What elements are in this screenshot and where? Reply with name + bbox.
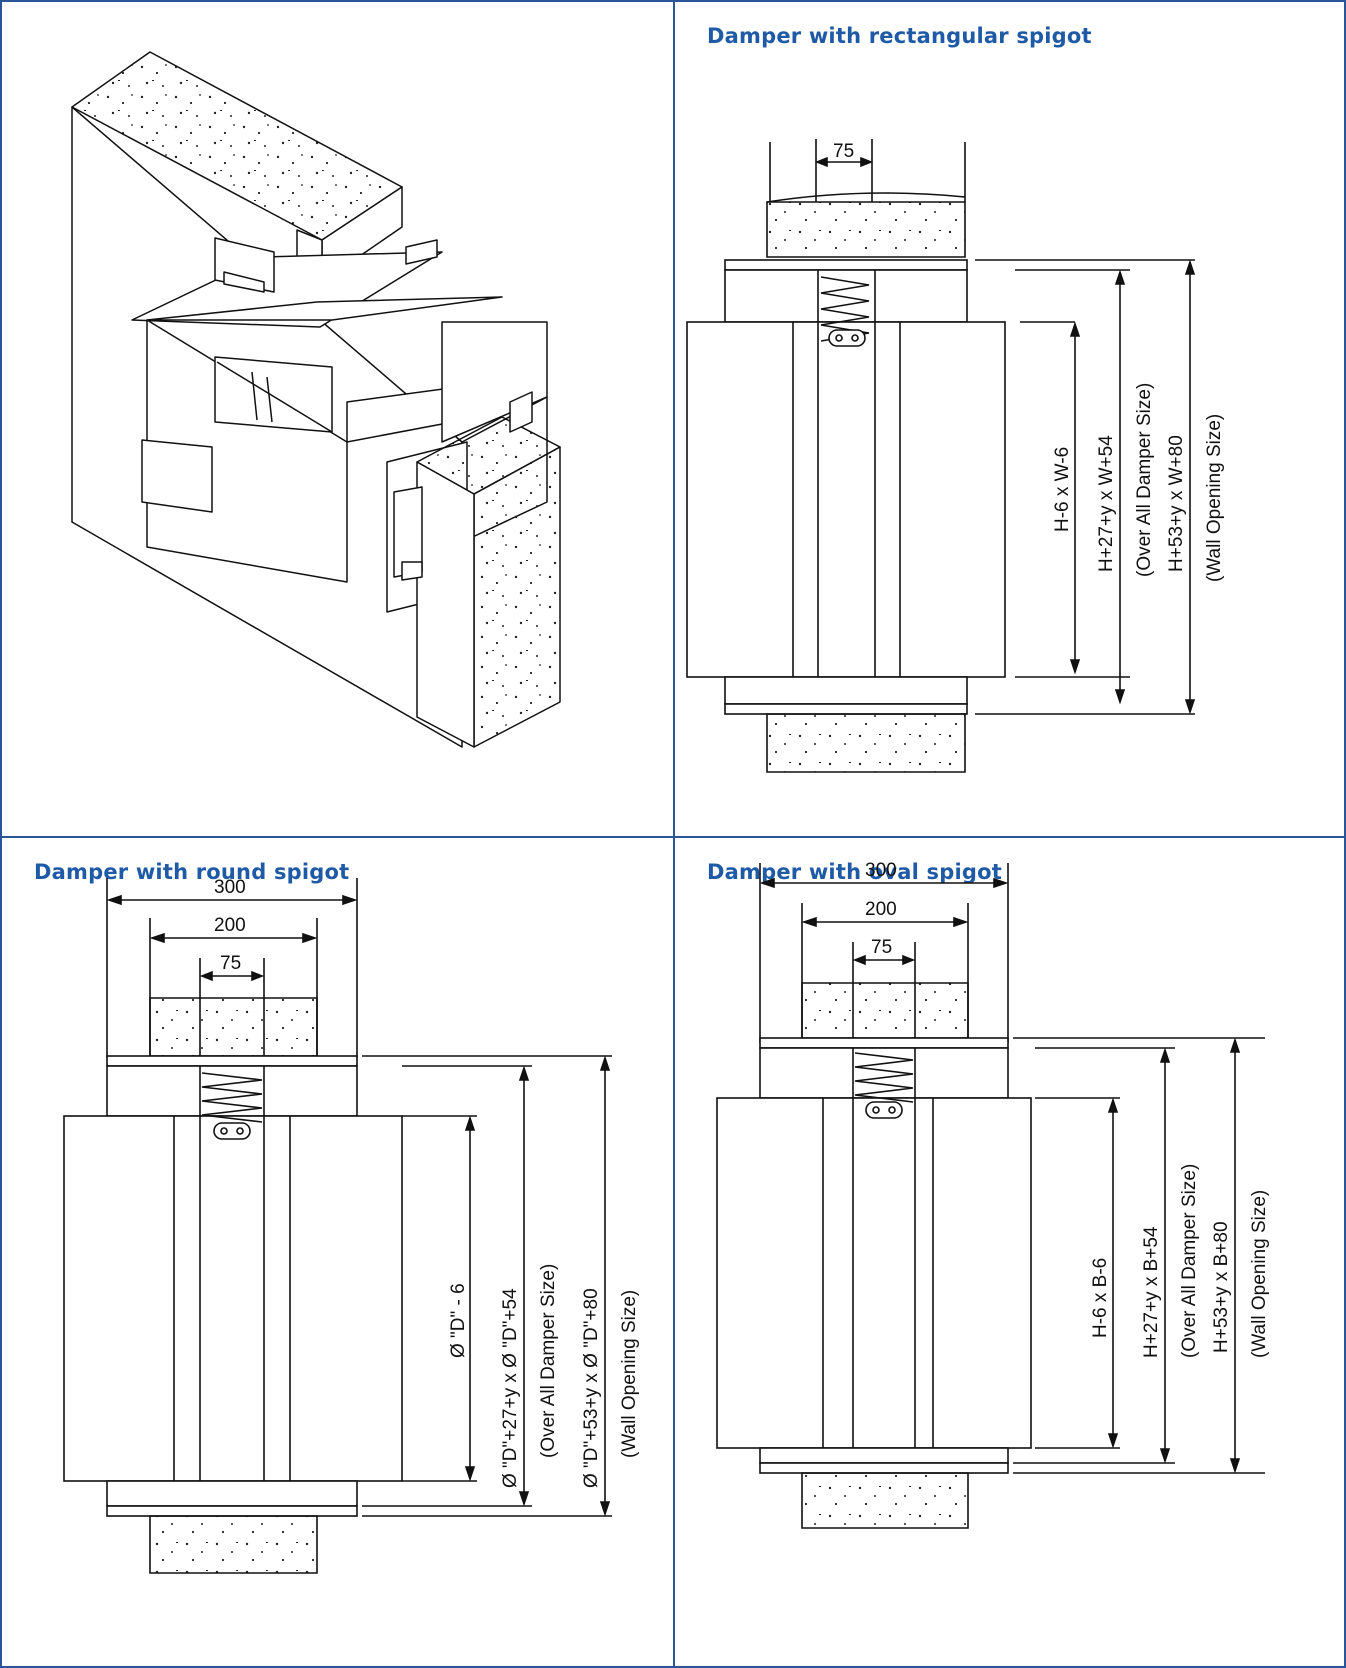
round-spigot-panel: Damper with round spigot: [0, 836, 675, 1668]
round-section-drawing: 300 200 75 Ø "D" - 6 Ø "D"+27+y x Ø "D"+…: [63, 877, 640, 1574]
panel-title: Damper with rectangular spigot: [707, 24, 1092, 48]
label-wall-caption: (Wall Opening Size): [1204, 414, 1225, 582]
label-overall-caption: (Over All Damper Size): [538, 1264, 559, 1458]
label-overall-caption: (Over All Damper Size): [1134, 383, 1155, 577]
label-wall-size: H+53+y x B+80: [1211, 1221, 1232, 1353]
label-wall-size: Ø "D"+53+y x Ø "D"+80: [581, 1288, 602, 1488]
label-overall-size: Ø "D"+27+y x Ø "D"+54: [500, 1288, 521, 1488]
dim-300: 300: [214, 877, 246, 898]
label-inner: H-6 x W-6: [1052, 447, 1073, 532]
panel-title: Damper with round spigot: [34, 860, 350, 884]
isometric-drawing: [71, 51, 561, 748]
dim-75: 75: [833, 141, 854, 162]
dim-75: 75: [220, 953, 241, 974]
dim-300: 300: [865, 860, 897, 881]
oval-spigot-panel: Damper with oval spigot: [673, 836, 1346, 1668]
label-overall-caption: (Over All Damper Size): [1179, 1164, 1200, 1358]
label-overall-size: H+27+y x W+54: [1096, 435, 1117, 572]
rectangular-section-drawing: 75 H-6 x W-6 H+27+y x W+54 (Over All Dam…: [686, 139, 1225, 773]
oval-section-drawing: 300 200 75 H-6 x B-6 H+27+y x B+54 (Over…: [716, 860, 1270, 1529]
label-inner: Ø "D" - 6: [448, 1283, 469, 1358]
label-overall-size: H+27+y x B+54: [1141, 1226, 1162, 1358]
label-inner: H-6 x B-6: [1090, 1258, 1111, 1338]
dim-200: 200: [865, 899, 897, 920]
label-wall-caption: (Wall Opening Size): [1249, 1190, 1270, 1358]
rectangular-spigot-panel: Damper with rectangular spigot: [673, 0, 1346, 838]
dim-200: 200: [214, 915, 246, 936]
isometric-panel: [0, 0, 675, 838]
label-wall-caption: (Wall Opening Size): [619, 1290, 640, 1458]
dim-75: 75: [871, 937, 892, 958]
label-wall-size: H+53+y x W+80: [1166, 435, 1187, 572]
panel-title: Damper with oval spigot: [707, 860, 1002, 884]
